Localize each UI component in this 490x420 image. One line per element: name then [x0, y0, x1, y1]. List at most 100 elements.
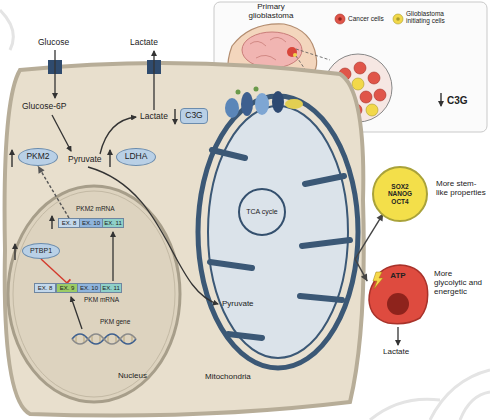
brain — [242, 32, 302, 68]
change-arrows — [12, 109, 175, 260]
energy-bolt — [373, 272, 383, 289]
node-label: EX. 8 — [38, 285, 53, 292]
text-label: PKM2 mRNA — [76, 205, 115, 212]
neural-fiber — [370, 399, 440, 420]
connector-line — [355, 259, 367, 281]
cell-body — [5, 63, 364, 416]
node-label: EX. 10 — [82, 220, 100, 227]
exon-box: EX. 8 — [34, 283, 56, 293]
connector — [38, 166, 69, 218]
node-label: ATP — [380, 272, 416, 281]
connector-line — [355, 214, 383, 260]
neural-fiber — [430, 370, 490, 420]
stem-cell-circle: SOX2 NANOG OCT4More stem-like properties — [372, 166, 428, 222]
text-label: Lactate — [140, 112, 168, 121]
connector-line — [38, 166, 69, 218]
increase-arrow — [51, 216, 52, 229]
crista — [210, 262, 252, 268]
cancer-cell — [368, 72, 380, 84]
brain-folds — [250, 37, 286, 60]
complex-subunit — [272, 91, 284, 113]
node-label: SOX2 NANOG OCT4 — [383, 183, 417, 204]
neural-fiber — [460, 392, 490, 420]
cristae — [210, 150, 350, 338]
text-label: Pyruvate — [68, 155, 102, 164]
nucleus-envelope — [8, 186, 180, 402]
node-label: Mitochondria — [205, 373, 251, 382]
initiating-cell — [352, 78, 364, 90]
arrow-head — [361, 273, 367, 281]
node-label: C3G — [185, 111, 202, 120]
node-label: PTBP1 — [30, 247, 52, 255]
crista — [305, 176, 344, 184]
pathway-arrows — [52, 50, 398, 345]
legend-text: Cancer cells — [348, 15, 384, 22]
text-label: PKM gene — [100, 318, 130, 325]
dna-rungs — [76, 336, 132, 342]
mitochondrion-outer — [198, 96, 358, 368]
cell-nucleus — [387, 293, 409, 315]
increase-arrow — [14, 244, 15, 260]
decrease-arrow — [174, 109, 175, 124]
compound-box: C3G — [180, 108, 208, 124]
exon-box: EX. 9 — [56, 283, 78, 293]
node-label: EX. 11 — [102, 285, 120, 292]
complex-subunit — [285, 99, 303, 109]
cell-membrane — [369, 265, 428, 324]
exon-box: EX. 11 — [102, 218, 125, 228]
text-label: C3G — [447, 95, 468, 106]
exon-box: EX. 11 — [100, 283, 123, 293]
dna-strand — [72, 334, 136, 344]
enzyme-ellipse: LDHA — [116, 148, 156, 166]
arrow — [397, 327, 398, 345]
cycle-circle: TCA cycle — [238, 188, 286, 236]
legend-icon-nucleus — [338, 17, 342, 21]
glycolytic-cell: ATPMore glycolytic and energetic — [366, 262, 430, 326]
connector — [355, 214, 383, 260]
node-label: EX. 9 — [60, 285, 75, 292]
text-label: Glucose-6P — [22, 102, 66, 111]
text-label: Pyruvate — [222, 300, 254, 309]
exon-box: EX. 10 — [79, 218, 102, 228]
complex-subunit — [225, 98, 239, 118]
node-label: LDHA — [125, 152, 148, 161]
nucleus-region: NucleusPTBP1EX. 8EX. 10EX. 11EX. 8EX. 9E… — [8, 186, 180, 402]
mitochondrion-region: MitochondriaTCA cycle — [196, 96, 360, 368]
legend-initiating-cell-icon — [393, 14, 403, 24]
crista — [228, 334, 262, 338]
phosphate-dot — [236, 90, 241, 95]
dna-strand — [72, 334, 136, 344]
arrow — [88, 167, 218, 304]
text-label: PKM mRNA — [84, 296, 119, 303]
text-label: Primary glioblastoma — [240, 3, 302, 21]
exon-box: EX. 8 — [58, 218, 80, 228]
crista — [302, 240, 350, 246]
node-caption: More stem-like properties — [436, 180, 488, 198]
dna-helix — [72, 334, 136, 344]
arrow-head — [38, 166, 45, 174]
cancer-cell — [354, 62, 366, 74]
decrease-arrow — [440, 93, 441, 106]
protein-ellipse: PTBP1 — [22, 243, 60, 259]
node-label: TCA cycle — [245, 208, 279, 216]
arrow — [54, 50, 55, 98]
arrow — [153, 51, 154, 110]
membrane-complex — [225, 87, 303, 119]
crista — [212, 150, 245, 158]
complex-subunit — [241, 92, 253, 116]
nucleus-inner-membrane — [13, 191, 175, 397]
mitochondrion-inner — [208, 106, 348, 358]
arrow — [71, 297, 82, 329]
cancer-cell — [374, 89, 386, 101]
node-label: PKM2 — [26, 152, 49, 161]
exon-box: EX. 10 — [77, 283, 100, 293]
text-label: Glucose — [38, 38, 69, 47]
increase-arrow — [11, 150, 12, 167]
connector-line — [41, 259, 67, 283]
node-label: EX. 10 — [80, 285, 98, 292]
phosphate-dot — [254, 87, 259, 92]
neural-fiber — [0, 10, 13, 50]
crista — [300, 296, 342, 300]
connector — [355, 259, 367, 281]
